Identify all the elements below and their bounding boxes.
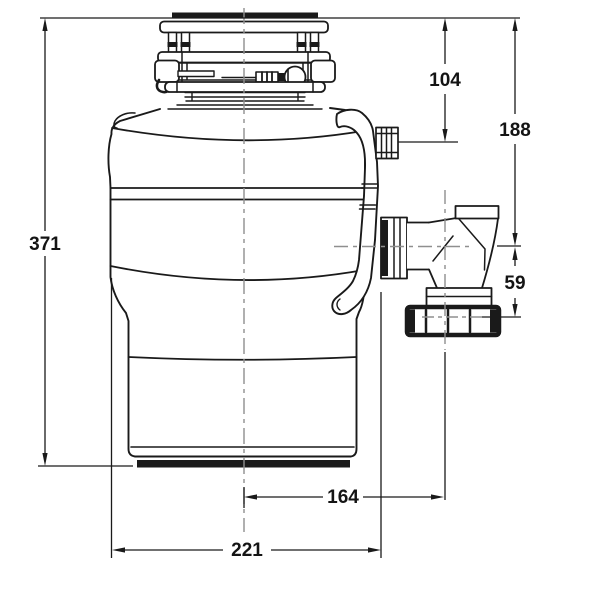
dimension-overall-height: 371 <box>29 18 133 467</box>
dimension-overall-width: 221 <box>110 278 382 561</box>
stud-nut <box>180 42 191 47</box>
stud-nut <box>296 42 307 47</box>
mounting-studs <box>167 31 320 55</box>
stud-nut <box>167 42 178 47</box>
lower-band <box>127 356 358 361</box>
centerlines <box>243 8 484 532</box>
dimension-label-centerline-to-outlet: 164 <box>327 487 359 508</box>
slip-nut-hex-lines <box>424 308 472 334</box>
slip-nut-left-cap <box>407 309 415 333</box>
dishwasher-inlet <box>375 126 399 160</box>
dimension-top-to-dishwasher-inlet: 104 <box>398 18 461 143</box>
mounting-lug-right <box>310 59 336 83</box>
tee-inlet-collar <box>454 205 500 220</box>
disposer-body <box>107 107 366 468</box>
sink-flange-top-bar <box>172 12 318 18</box>
outlet-pipe-walls <box>406 221 430 271</box>
dimension-label-top-to-dishwasher-inlet: 104 <box>429 70 461 91</box>
lower-dome-curve <box>109 265 365 281</box>
cam-rod-rib-lines <box>261 71 273 83</box>
outlet-flange-ribs <box>393 217 401 279</box>
dimension-label-overall-width: 221 <box>231 540 263 561</box>
upper-band <box>109 187 366 201</box>
body-outline <box>107 107 366 458</box>
stud-nut <box>309 42 320 47</box>
dimension-centerline-to-outlet: 164 <box>243 352 446 508</box>
body-shoulder-bump <box>113 112 136 129</box>
dimension-discharge-to-trap-nut: 59 <box>482 247 526 318</box>
dishwasher-inlet-ribs <box>376 128 398 158</box>
outlet-flange-dark-edge <box>381 220 388 276</box>
discharge-elbow-tube <box>331 108 379 316</box>
dimension-annotations: 371 104 188 59 <box>29 17 531 561</box>
elbow-end-cap-detail <box>336 298 341 311</box>
mounting-ring-lower <box>164 81 326 93</box>
elbow-tube-outline <box>331 108 379 316</box>
dimension-label-overall-height: 371 <box>29 234 61 255</box>
tee-body-edges <box>428 217 499 289</box>
neck-gasket-lines <box>167 91 323 110</box>
tee-body-fill <box>429 218 498 288</box>
sink-flange-assembly <box>154 12 336 110</box>
dimension-top-to-discharge-centerline: 188 <box>497 18 531 247</box>
lower-ring-detail <box>176 81 314 93</box>
cam-link <box>278 73 286 81</box>
slip-nut-right-cap <box>490 309 499 333</box>
tee-funnel-lines <box>432 218 486 271</box>
dimension-label-top-to-discharge-centerline: 188 <box>499 120 531 141</box>
elbow-joint-lines <box>358 183 378 210</box>
upper-dome-curve <box>111 127 364 142</box>
latch-plate <box>177 70 215 78</box>
dimension-label-discharge-to-trap-nut: 59 <box>504 273 525 294</box>
slip-nut <box>404 304 502 338</box>
drain-outlet-assembly <box>380 205 502 338</box>
